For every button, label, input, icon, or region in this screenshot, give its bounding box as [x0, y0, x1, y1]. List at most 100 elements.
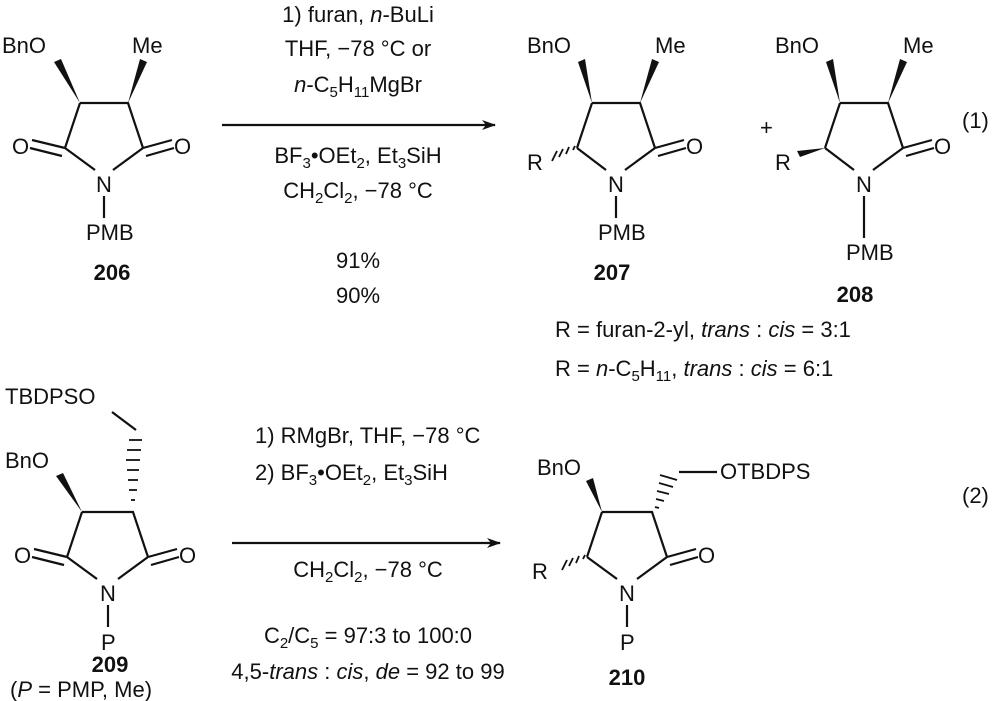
text-segment: = 3:1 — [795, 317, 851, 342]
text-segment: C — [264, 623, 280, 648]
text-segment: : — [750, 317, 768, 342]
text-segment: cis — [768, 317, 795, 342]
text-segment: H — [640, 356, 656, 381]
text-segment: , Et — [365, 143, 398, 168]
compound-210: BnO OTBDPS R O N P 210 — [532, 455, 810, 690]
yield: 91% — [336, 248, 380, 273]
text-segment: 5 — [310, 635, 318, 652]
tbdpso-label: TBDPSO — [5, 384, 95, 409]
compound-206: BnO Me O O N PMB 206 — [2, 33, 191, 285]
compound-label: 210 — [609, 665, 646, 690]
n-atom: N — [96, 172, 112, 197]
text-segment: SiH — [412, 460, 447, 485]
p-label: P — [620, 630, 635, 655]
text-segment: -C — [306, 72, 329, 97]
bno-label: BnO — [537, 455, 581, 480]
text-segment: /C — [288, 623, 310, 648]
carbonyl-o: O — [698, 543, 715, 568]
text-segment: P — [17, 677, 32, 701]
condition-line: n-C5H11MgBr — [294, 72, 422, 101]
compound-207: BnO Me R O N PMB 207 — [527, 33, 703, 285]
bno-label: BnO — [527, 33, 571, 58]
text-segment: MgBr — [369, 72, 422, 97]
text-segment: = 92 to 99 — [400, 659, 505, 684]
ratio-note: R = furan-2-yl, trans : cis = 3:1 — [555, 317, 851, 342]
text-segment: 2 — [354, 569, 362, 586]
text-segment: 1) furan, — [282, 2, 370, 27]
text-segment: 3 — [404, 472, 412, 489]
text-segment: 2 — [344, 190, 352, 207]
carbonyl-o: O — [12, 134, 29, 159]
pmb-label: PMB — [846, 240, 894, 265]
p-label: P — [101, 630, 116, 655]
condition-line: C2/C5 = 97:3 to 100:0 — [264, 623, 472, 652]
n-atom: N — [608, 172, 624, 197]
r-group: R — [527, 150, 543, 175]
text-segment: 2 — [280, 635, 288, 652]
n-atom: N — [100, 581, 116, 606]
wedge-bond — [54, 59, 80, 103]
text-segment: •OEt — [311, 143, 357, 168]
text-segment: 2 — [356, 155, 364, 172]
me-label: Me — [132, 33, 163, 58]
text-segment: , — [671, 356, 683, 381]
text-segment: SiH — [406, 143, 441, 168]
me-label: Me — [903, 33, 934, 58]
ring-bond — [80, 101, 145, 149]
condition-line: 4,5-trans : cis, de = 92 to 99 — [231, 659, 504, 684]
text-segment: n — [294, 72, 306, 97]
text-segment: Cl — [323, 178, 344, 203]
compound-label: 208 — [837, 282, 874, 307]
otbdps-label: OTBDPS — [720, 459, 810, 484]
text-segment: cis — [336, 659, 363, 684]
equation-number: (1) — [962, 108, 989, 133]
compound-208: BnO Me R O N PMB 208 — [775, 33, 951, 307]
bno-label: BnO — [2, 33, 46, 58]
text-segment: trans — [701, 317, 750, 342]
text-segment: = 97:3 to 100:0 — [319, 623, 473, 648]
text-segment: trans — [683, 356, 732, 381]
pmb-label: PMB — [598, 220, 646, 245]
text-segment: : — [732, 356, 750, 381]
carbonyl-o: O — [174, 134, 191, 159]
text-segment: 3 — [398, 155, 406, 172]
text-segment: 2 — [325, 569, 333, 586]
text-segment: , −78 °C — [352, 178, 432, 203]
condition-line: BF3•OEt2, Et3SiH — [274, 143, 441, 172]
text-segment: 3 — [303, 155, 311, 172]
text-segment: , −78 °C — [362, 557, 442, 582]
equation-number: (2) — [962, 483, 989, 508]
text-segment: CH — [293, 557, 325, 582]
plus-sign: + — [760, 115, 773, 140]
text-segment: n — [370, 2, 382, 27]
n-atom: N — [856, 172, 872, 197]
reaction-arrow-2: 1) RMgBr, THF, −78 °C 2) BF3•OEt2, Et3Si… — [231, 423, 504, 684]
text-segment: 11 — [354, 84, 370, 101]
condition-line: CH2Cl2, −78 °C — [283, 178, 433, 207]
carbonyl-o: O — [14, 543, 31, 568]
text-segment: 3 — [309, 472, 317, 489]
bno-label: BnO — [5, 448, 49, 473]
text-segment: •OEt — [317, 460, 363, 485]
text-segment: 4,5- — [231, 659, 269, 684]
condition-line: 1) RMgBr, THF, −78 °C — [255, 423, 481, 448]
compound-209: TBDPSO BnO O O N P 209 (P = PMP, Me) — [5, 384, 196, 701]
r-group: R — [532, 559, 548, 584]
text-segment: , Et — [371, 460, 404, 485]
text-segment: 5 — [330, 84, 338, 101]
bno-label: BnO — [775, 33, 819, 58]
wedge-bond — [797, 148, 825, 157]
text-segment: 5 — [631, 368, 639, 385]
yield: 90% — [336, 283, 380, 308]
text-segment: -BuLi — [382, 2, 433, 27]
condition-line: 1) furan, n-BuLi — [282, 2, 434, 27]
carbonyl-o: O — [934, 134, 951, 159]
ratio-note: R = n-C5H11, trans : cis = 6:1 — [555, 356, 833, 385]
text-segment: BF — [274, 143, 302, 168]
text-segment: trans — [269, 659, 318, 684]
text-segment: , — [363, 659, 375, 684]
me-label: Me — [655, 33, 686, 58]
text-segment: R = furan-2-yl, — [555, 317, 701, 342]
r-group: R — [775, 150, 791, 175]
